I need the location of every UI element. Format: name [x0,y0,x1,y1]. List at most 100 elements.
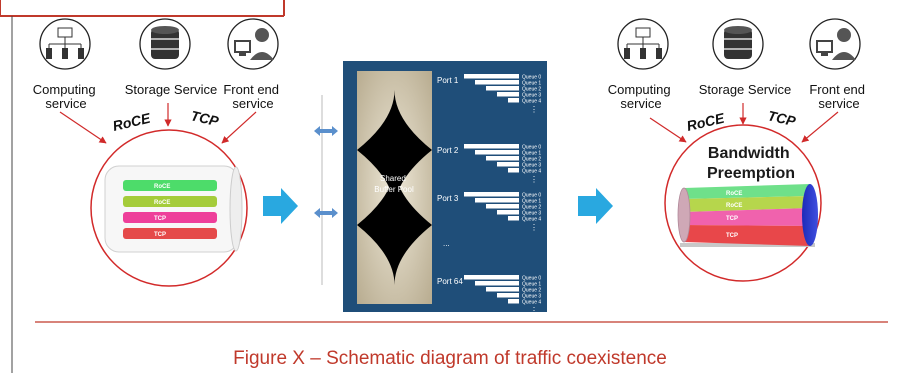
queue-bar [486,86,519,91]
pipe-bar-label: TCP [154,232,166,238]
pipe-bar-roce-2 [123,196,217,207]
left-pipe: RoCE RoCE TCP TCP [104,165,243,253]
queue-label: Queue 4 [522,217,541,223]
left-frontend-service [227,18,279,70]
right-arrow-computing [649,117,687,143]
queue-bar [464,192,519,197]
bandwidth-cylinder: RoCE RoCE TCP TCP [677,184,818,247]
left-frontend-label: Front end service [223,82,282,111]
queue-bar [508,216,519,221]
bidirectional-arrow-icon [314,126,338,136]
queue-label: Queue 0 [522,193,541,199]
queue-label: Queue 4 [522,99,541,105]
right-arrow-frontend [801,111,839,143]
right-computing-label: Computing service [608,82,675,111]
bandwidth-layer-label: RoCE [726,191,742,197]
left-computing-service [39,18,91,70]
port-label: Port 64 [437,277,463,286]
right-tcp-label: TCP [766,107,798,129]
right-computing-service [617,18,669,70]
left-storage-service [139,18,191,70]
cylinder-end-cap [802,184,818,246]
pipe-bar-tcp-1 [123,212,217,223]
right-storage-service [712,18,764,70]
figure-caption: Figure X – Schematic diagram of traffic … [233,348,667,369]
bidirectional-arrow-icon [314,208,338,218]
queue-bar [508,98,519,103]
queue-bar [497,162,519,167]
queue-label: Queue 2 [522,288,541,294]
queue-label: Queue 1 [522,282,541,288]
bandwidth-layer-roce-2 [684,196,810,212]
queue-bar [497,92,519,97]
bandwidth-layer-label: TCP [726,216,738,222]
pipe-bar-label: RoCE [154,184,170,190]
queue-bar [497,210,519,215]
left-arrow-computing [59,111,107,144]
queue-bar [464,275,519,280]
bandwidth-layer-roce-1 [684,184,810,199]
queue-bar [475,198,519,203]
queue-bar [486,204,519,209]
queue-label: Queue 1 [522,81,541,87]
queue-label: Queue 3 [522,93,541,99]
queue-bar [464,74,519,79]
bandwidth-layer-tcp-1 [684,208,810,226]
left-storage-label: Storage Service [125,82,218,97]
right-frontend-service [809,18,861,70]
queue-label: Queue 0 [522,75,541,81]
pipe-bar-label: RoCE [154,200,170,206]
queue-bar [475,150,519,155]
pipe-bar-label: TCP [154,216,166,222]
bandwidth-layer-label: TCP [726,233,738,239]
pipe-bar-tcp-2 [123,228,217,239]
queue-label: Queue 2 [522,87,541,93]
queue-label: Queue 2 [522,157,541,163]
right-storage-label: Storage Service [699,82,792,97]
queue-ellipsis: ⋮ [530,306,538,315]
queue-label: Queue 4 [522,300,541,306]
queue-label: Queue 3 [522,294,541,300]
queue-label: Queue 2 [522,205,541,211]
queue-bar [486,287,519,292]
queue-bar [486,156,519,161]
port-label: Port 3 [437,194,459,203]
flow-arrow-left [263,188,298,224]
queue-bar [475,80,519,85]
queue-ellipsis: ⋮ [530,223,538,232]
queue-bar [508,299,519,304]
bandwidth-layer-tcp-2 [684,225,810,246]
left-computing-label: Computing service [33,82,100,111]
queue-label: Queue 0 [522,276,541,282]
right-frontend-label: Front end service [809,82,868,111]
queue-bar [475,281,519,286]
queue-bar [464,144,519,149]
queue-label: Queue 1 [522,151,541,157]
flow-arrow-right [578,188,613,224]
queue-label: Queue 0 [522,145,541,151]
left-tcp-label: TCP [189,107,221,129]
queue-label: Queue 4 [522,169,541,175]
queue-label: Queue 3 [522,163,541,169]
pipe-bar-roce-1 [123,180,217,191]
queue-bar [497,293,519,298]
queue-ellipsis: ⋮ [530,175,538,184]
bandwidth-title: Bandwidth Preemption [707,145,795,182]
port-label: Port 2 [437,146,459,155]
left-arrow-frontend [221,111,257,144]
queue-bar [508,168,519,173]
queue-label: Queue 3 [522,211,541,217]
port-ellipsis: ... [443,239,450,248]
queue-ellipsis: ⋮ [530,105,538,114]
queue-label: Queue 1 [522,199,541,205]
bandwidth-layer-label: RoCE [726,203,742,209]
shared-buffer-label: Shared Buffer Pool [374,174,414,194]
port-label: Port 1 [437,76,459,85]
